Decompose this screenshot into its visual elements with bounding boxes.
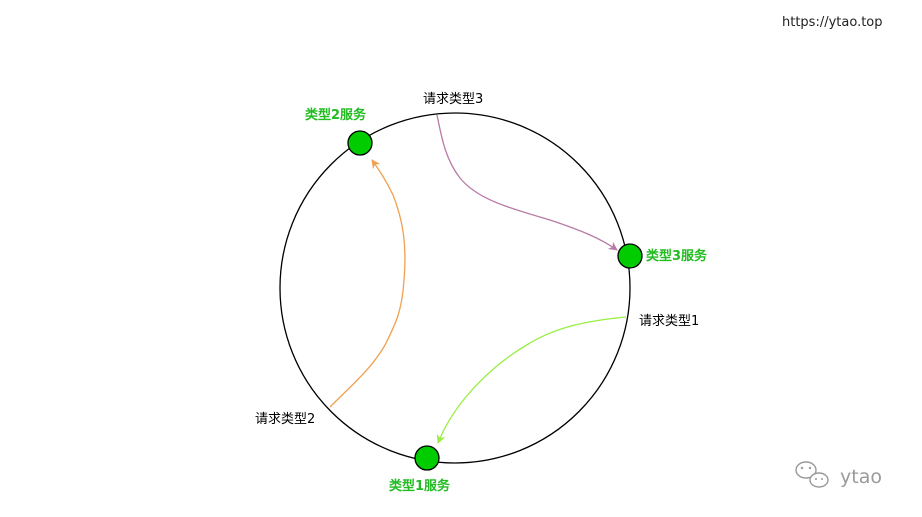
service-node-type3[interactable] [617, 243, 643, 269]
request-label-type3: 请求类型3 [423, 92, 483, 107]
service-node-type1[interactable] [414, 445, 440, 471]
request-2-arrow [329, 159, 406, 408]
wechat-icon [795, 461, 829, 488]
service-node-type2[interactable] [347, 130, 373, 156]
service-label-type3: 类型3服务 [646, 248, 708, 264]
request-3-arrow [436, 114, 618, 251]
watermark: ytao [795, 461, 882, 488]
watermark-text: ytao [840, 466, 882, 488]
hash-ring [279, 112, 631, 464]
service-label-type2: 类型2服务 [305, 107, 367, 123]
request-label-type1: 请求类型1 [639, 314, 699, 329]
site-url[interactable]: https://ytao.top [782, 15, 883, 30]
request-1-arrow [436, 316, 627, 444]
service-label-type1: 类型1服务 [389, 478, 451, 494]
request-label-type2: 请求类型2 [255, 412, 315, 427]
